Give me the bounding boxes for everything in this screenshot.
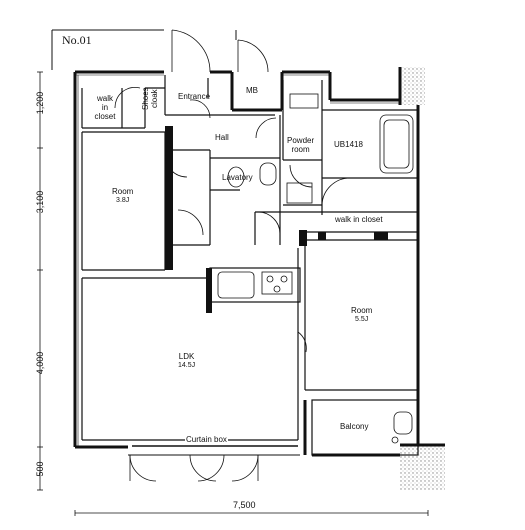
room-east-label: Room 5.5J — [351, 306, 373, 323]
exterior-terrace-ne — [400, 67, 425, 105]
room-west-label: Room 3.8J — [112, 187, 134, 204]
dimension-1200: 1,200 — [35, 91, 45, 115]
powder-room-label: Powder room — [287, 136, 315, 154]
ub-label: UB1418 — [334, 140, 363, 149]
fixtures — [217, 93, 414, 444]
door-swings — [114, 29, 351, 353]
shoe-cloak-label: Shoes cloak — [141, 87, 159, 110]
plan-number-frame — [51, 29, 237, 70]
walk-in-closet-east-label: walk in closet — [335, 215, 383, 224]
curtain-box-label: Curtain box — [185, 435, 228, 444]
balcony-label: Balcony — [340, 422, 369, 431]
ldk-label: LDK 14.5J — [178, 352, 196, 369]
dimension-lines — [37, 71, 429, 516]
sliding-doors — [129, 454, 259, 482]
hall-label: Hall — [215, 133, 229, 142]
plan-number: No.01 — [62, 33, 92, 47]
dimension-4000: 4,000 — [35, 351, 45, 375]
wall-hatching — [75, 74, 400, 447]
balcony-outdoor-unit-icon — [393, 411, 413, 435]
entrance-label: Entrance — [178, 92, 211, 101]
stove-icon — [261, 271, 293, 295]
lavatory-label: Lavatory — [222, 173, 253, 182]
lavatory-sink-icon — [259, 162, 277, 186]
exterior-terrace-se — [400, 445, 445, 490]
dimension-500: 500 — [35, 461, 45, 477]
interior-walls — [81, 75, 419, 456]
washbasin-icon — [227, 166, 245, 188]
dimension-3100: 3,100 — [35, 190, 45, 214]
mb-label: MB — [246, 86, 258, 95]
powder-sink-icon — [289, 93, 319, 109]
walk-in-closet-nw-label: walk in closet — [94, 94, 116, 121]
kitchen-sink-icon — [217, 271, 255, 299]
washer-icon — [286, 182, 313, 204]
dimension-7500: 7,500 — [233, 500, 256, 510]
wall-thickening — [165, 126, 388, 313]
exterior-walls — [73, 67, 445, 457]
bathtub-icon — [379, 114, 414, 174]
